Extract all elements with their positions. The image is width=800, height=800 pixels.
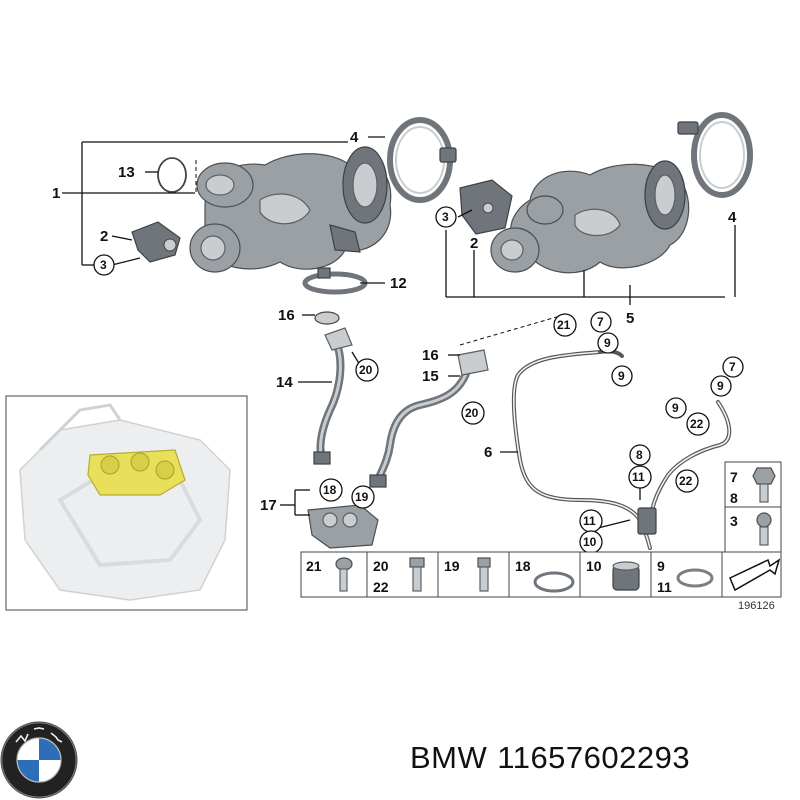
side-cell-8: 8 — [730, 490, 738, 506]
label-3-left: 3 — [100, 258, 107, 272]
label-7-upper: 7 — [597, 315, 604, 329]
brand-name: BMW — [410, 740, 488, 775]
label-15: 15 — [422, 368, 439, 385]
label-16-right: 16 — [422, 347, 439, 364]
label-17: 17 — [260, 497, 277, 514]
side-cell-7: 7 — [730, 469, 738, 485]
label-6: 6 — [484, 444, 492, 461]
coolant-line-right — [637, 400, 732, 535]
side-parts-box: 7 8 3 — [724, 461, 782, 553]
label-14: 14 — [276, 374, 293, 391]
label-4-left: 4 — [350, 129, 359, 146]
table-cell-11: 11 — [657, 579, 672, 595]
label-3-right: 3 — [442, 210, 449, 224]
table-cell-20: 20 — [373, 558, 389, 574]
right-turbocharger — [459, 112, 753, 274]
label-10: 10 — [583, 535, 597, 549]
label-8: 8 — [636, 448, 643, 462]
table-cell-10: 10 — [586, 558, 602, 574]
engine-inset — [5, 395, 248, 611]
label-11-upper: 11 — [632, 470, 645, 484]
table-cell-19: 19 — [444, 558, 460, 574]
left-turbocharger — [131, 117, 457, 325]
label-11-lower: 11 — [583, 514, 596, 528]
drawing-reference-number: 196126 — [738, 600, 775, 612]
coolant-flange-17 — [307, 504, 379, 549]
label-22-lower: 22 — [679, 474, 693, 488]
label-1: 1 — [52, 185, 60, 202]
label-9-lower: 9 — [672, 401, 679, 415]
table-cell-22: 22 — [373, 579, 389, 595]
label-21: 21 — [557, 318, 571, 332]
label-4-right: 4 — [728, 209, 737, 226]
oil-pipe-15 — [369, 349, 489, 488]
label-16-left: 16 — [278, 307, 295, 324]
part-number: 11657602293 — [497, 740, 691, 775]
leader-lines — [62, 136, 736, 531]
label-9-middle: 9 — [618, 369, 625, 383]
label-2-right: 2 — [470, 235, 478, 252]
label-12: 12 — [390, 275, 407, 292]
label-20-right: 20 — [465, 406, 479, 420]
table-cell-18: 18 — [515, 558, 531, 574]
label-20-left: 20 — [359, 363, 373, 377]
label-18: 18 — [323, 483, 337, 497]
label-2-left: 2 — [100, 228, 108, 245]
label-5: 5 — [626, 310, 634, 327]
label-9-right: 9 — [717, 379, 724, 393]
oil-pipe-14 — [313, 327, 353, 465]
label-22-upper: 22 — [690, 417, 704, 431]
label-13: 13 — [118, 164, 135, 181]
label-9-upper: 9 — [604, 336, 611, 350]
parts-table: 21 20 22 19 18 10 9 11 — [300, 551, 782, 598]
table-cell-9: 9 — [657, 558, 665, 574]
label-19: 19 — [355, 490, 369, 504]
side-cell-3: 3 — [730, 513, 738, 529]
callout-labels: 4 13 1 2 3 12 16 20 14 17 18 19 3 2 4 5 … — [52, 129, 744, 554]
table-cell-21: 21 — [306, 558, 322, 574]
product-caption: BMW 11657602293 — [410, 740, 700, 776]
arrow-icon — [729, 558, 781, 592]
label-7-right: 7 — [729, 360, 736, 374]
bmw-roundel-icon — [0, 721, 78, 799]
